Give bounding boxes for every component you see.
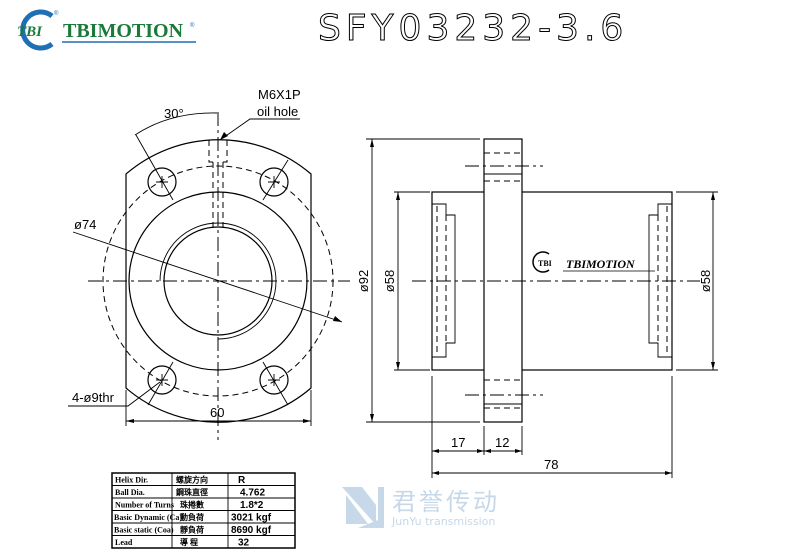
spec-label: Ball Dia. [115, 488, 145, 497]
watermark: 君誉传动 JunYu transmission [342, 487, 500, 528]
spec-value: 8690 kgf [231, 525, 272, 536]
spec-value: R [238, 475, 246, 486]
spec-label-cn: 珠捲數 [180, 500, 204, 510]
oil-hole-thread-label: M6X1P [258, 87, 301, 102]
tbi-logo: TBI ® TBIMOTION ® [17, 9, 196, 51]
flange-outline [125, 139, 312, 423]
spec-label: Lead [115, 538, 133, 547]
dim-a-label: 17 [451, 435, 465, 450]
table-row: Helix Dir. 螺旋方向 R [115, 475, 246, 487]
logo-registered-2: ® [190, 22, 195, 29]
side-view: TBI TBIMOTION ø92 ø58 ø58 17 12 78 [356, 138, 718, 478]
spec-label-cn: 鋼珠直徑 [175, 487, 208, 497]
spec-value: 32 [238, 538, 250, 549]
engraved-logo: TBI TBIMOTION [532, 251, 655, 273]
table-row: Ball Dia. 鋼珠直徑 4.762 [115, 487, 265, 499]
spec-label: Basic Dynamic (Ca) [114, 513, 182, 522]
spec-label: Helix Dir. [115, 476, 148, 485]
dim-b-label: 12 [495, 435, 509, 450]
table-row: Lead 導 程 32 [115, 537, 250, 549]
logo-ring-icon [20, 9, 54, 51]
spec-value: 3021 kgf [231, 513, 272, 524]
spec-label: Basic static (Coa) [114, 526, 174, 535]
watermark-cn: 君誉传动 [392, 488, 500, 516]
spec-label-cn: 螺旋方向 [176, 475, 208, 485]
spec-table: Helix Dir. 螺旋方向 R Ball Dia. 鋼珠直徑 4.762 N… [111, 472, 296, 549]
engraved-name: TBIMOTION [566, 257, 636, 271]
spec-value: 1.8*2 [240, 500, 264, 511]
engraved-mark: TBI [538, 259, 552, 268]
spec-label: Number of Turns [115, 501, 174, 510]
oil-hole-label: oil hole [257, 104, 298, 119]
spec-label-cn: 動負荷 [180, 512, 204, 522]
spec-label-cn: 靜負荷 [180, 525, 204, 535]
table-row: Basic Dynamic (Ca) 動負荷 3021 kgf [114, 512, 272, 524]
watermark-logo-icon [342, 487, 384, 528]
holes-label: 4-ø9thr [72, 390, 115, 405]
spec-label-cn: 導 程 [180, 537, 198, 547]
part-number-title: SFY03232-3.6 [318, 8, 628, 49]
logo-mark: TBI [17, 24, 43, 40]
mounting-holes [135, 134, 289, 406]
spec-value: 4.762 [240, 488, 265, 499]
table-row: Basic static (Coa) 靜負荷 8690 kgf [114, 525, 272, 537]
logo-brand-name: TBIMOTION [63, 20, 184, 42]
length-label: 78 [544, 457, 558, 472]
body-dia-left-label: ø58 [382, 270, 397, 292]
body-dia-right-label: ø58 [698, 270, 713, 292]
angle-label: 30° [164, 106, 184, 121]
oil-hole-hidden [208, 140, 228, 230]
logo-registered: ® [54, 10, 59, 17]
front-view: ø74 30° M6X1P oil hole 4-ø9thr 60 [68, 87, 350, 440]
width-label: 60 [210, 405, 224, 420]
pcd-label: ø74 [74, 217, 96, 232]
return-groove-arc [159, 222, 277, 340]
flange-dia-label: ø92 [356, 270, 371, 292]
watermark-en: JunYu transmission [391, 515, 495, 528]
table-row: Number of Turns 珠捲數 1.8*2 [115, 500, 264, 512]
angle-dimension-arc [134, 112, 218, 136]
